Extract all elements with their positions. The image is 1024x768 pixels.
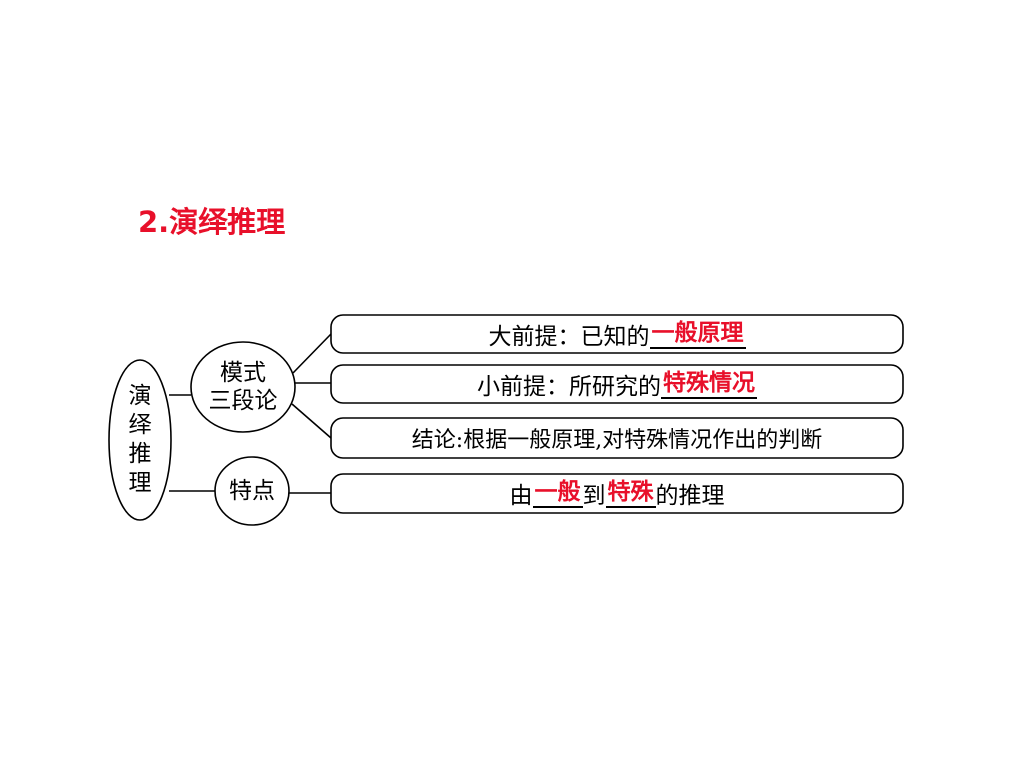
connector-mode-conclusion <box>291 403 332 439</box>
root-node-shape <box>108 359 172 521</box>
connector-mode-major <box>292 333 332 374</box>
feature-item-text: 由一般到特殊的推理 <box>331 475 903 511</box>
minor-premise-highlight: 特殊情况 <box>661 369 757 399</box>
conclusion-text: 结论:根据一般原理,对特殊情况作出的判断 <box>331 420 903 456</box>
feature-node-label: 特点 <box>215 477 289 505</box>
major-premise-text: 大前提：已知的一般原理 <box>331 316 903 352</box>
mode-node-shape <box>190 341 296 433</box>
root-node-label: 演绎推理 <box>126 382 154 498</box>
slide-title: 2.演绎推理 <box>138 202 285 242</box>
mode-node-line2: 三段论 <box>208 388 278 414</box>
feature-part2: 到 <box>582 483 606 509</box>
major-premise-highlight: 一般原理 <box>649 319 746 349</box>
feature-node-text: 特点 <box>229 478 275 504</box>
major-premise-prefix: 大前提：已知的 <box>488 324 650 350</box>
feature-highlight1: 一般 <box>532 478 583 508</box>
mode-node-label: 模式 三段论 <box>193 359 293 415</box>
feature-item-box <box>330 473 904 514</box>
root-node-text: 演绎推理 <box>128 383 152 496</box>
feature-part3: 的推理 <box>655 483 725 509</box>
major-premise-box <box>330 314 904 354</box>
minor-premise-text: 小前提：所研究的特殊情况 <box>331 366 903 402</box>
minor-premise-box <box>330 364 904 404</box>
feature-highlight2: 特殊 <box>605 478 656 508</box>
minor-premise-prefix: 小前提：所研究的 <box>477 374 661 400</box>
mode-node-line1: 模式 <box>220 360 266 386</box>
feature-part1: 由 <box>509 483 533 509</box>
conclusion-content: 结论:根据一般原理,对特殊情况作出的判断 <box>411 428 823 453</box>
slide-title-text: 2.演绎推理 <box>138 205 286 239</box>
conclusion-box <box>330 417 904 459</box>
